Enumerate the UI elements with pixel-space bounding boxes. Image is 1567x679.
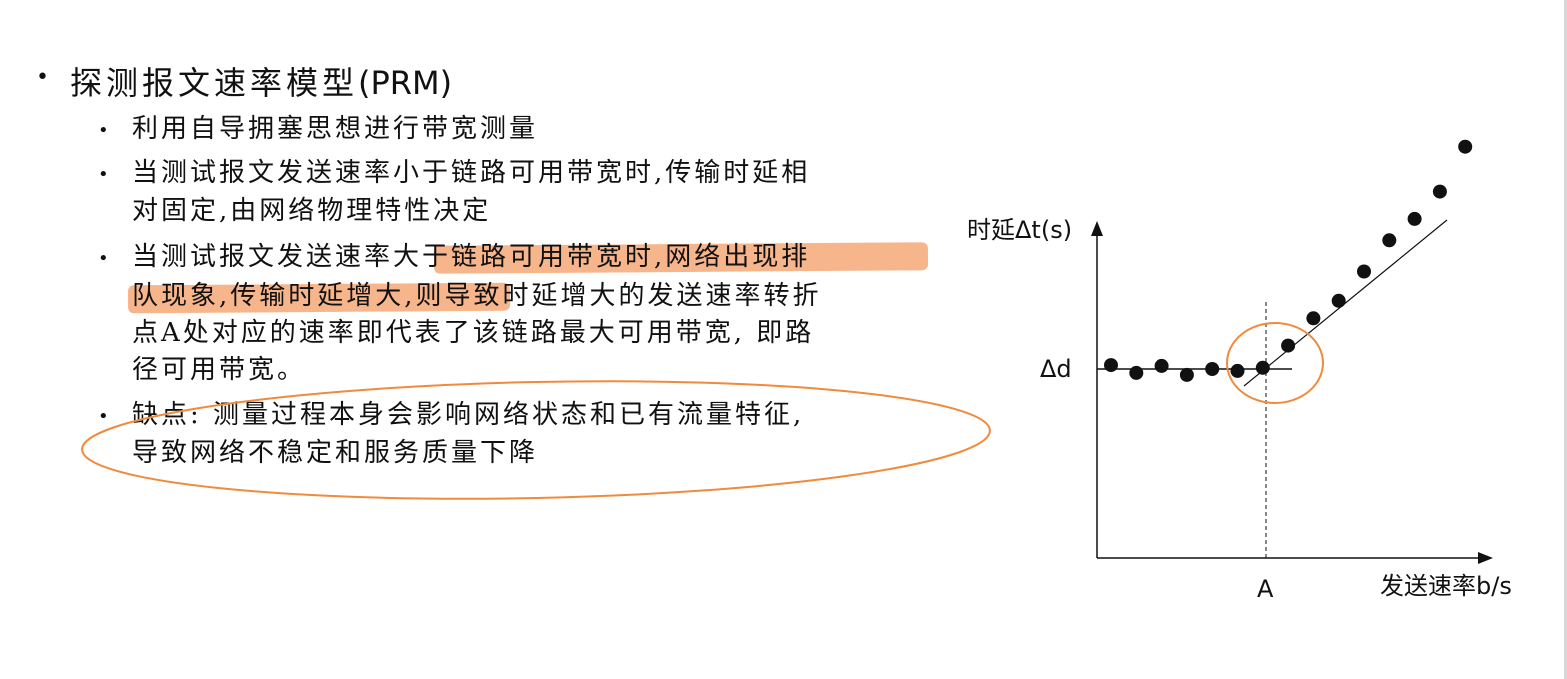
slide-title: 探测报文速率模型(PRM)	[70, 58, 452, 104]
turning-point-circle	[1226, 322, 1324, 404]
right-edge-divider	[1564, 0, 1567, 679]
bullet-dot: •	[98, 164, 109, 185]
data-point-1	[1104, 358, 1118, 373]
bullet-dot: •	[98, 248, 109, 269]
data-point-7	[1255, 360, 1270, 375]
bullet-3-line-4: 径可用带宽。	[132, 355, 307, 385]
bullet-3-line-1: 当测试报文发送速率大于链路可用带宽时,网络出现排	[132, 242, 811, 272]
bullet-2-line-2: 对固定,由网络物理特性决定	[132, 196, 492, 226]
rising-trend-line	[1243, 219, 1448, 387]
bullet-dot-level1: •	[36, 65, 49, 90]
data-point-6	[1230, 363, 1245, 378]
bullet-1-line-1: 利用自导拥塞思想进行带宽测量	[132, 114, 539, 144]
data-point-3	[1154, 358, 1169, 373]
data-point-14	[1432, 184, 1447, 199]
bullet-2-line-1: 当测试报文发送速率小于链路可用带宽时,传输时延相	[132, 158, 811, 188]
data-point-10	[1331, 293, 1346, 308]
data-point-13	[1407, 211, 1422, 226]
bullet-3-line-3: 点A处对应的速率即代表了该链路最大可用带宽, 即路	[132, 318, 815, 348]
x-marker-label: A	[1257, 575, 1274, 603]
x-axis-label: 发送速率b/s	[1380, 572, 1512, 600]
data-point-12	[1382, 233, 1397, 248]
title-chinese: 探测报文速率模型	[70, 64, 359, 102]
data-point-11	[1357, 264, 1371, 279]
y-marker-label: Δd	[1040, 355, 1072, 383]
title-latin: (PRM)	[358, 64, 453, 102]
data-point-5	[1205, 362, 1220, 376]
bullet-dot: •	[98, 120, 109, 141]
data-points	[1104, 139, 1473, 382]
data-point-9	[1306, 311, 1321, 326]
data-point-2	[1129, 365, 1144, 380]
bullet-3-line-2: 队现象,传输时延增大,则导致时延增大的发送速率转折	[132, 281, 822, 311]
y-axis-label: 时延Δt(s)	[967, 216, 1072, 244]
data-point-4	[1179, 367, 1194, 382]
data-point-15	[1458, 139, 1473, 154]
data-point-8	[1281, 338, 1296, 353]
